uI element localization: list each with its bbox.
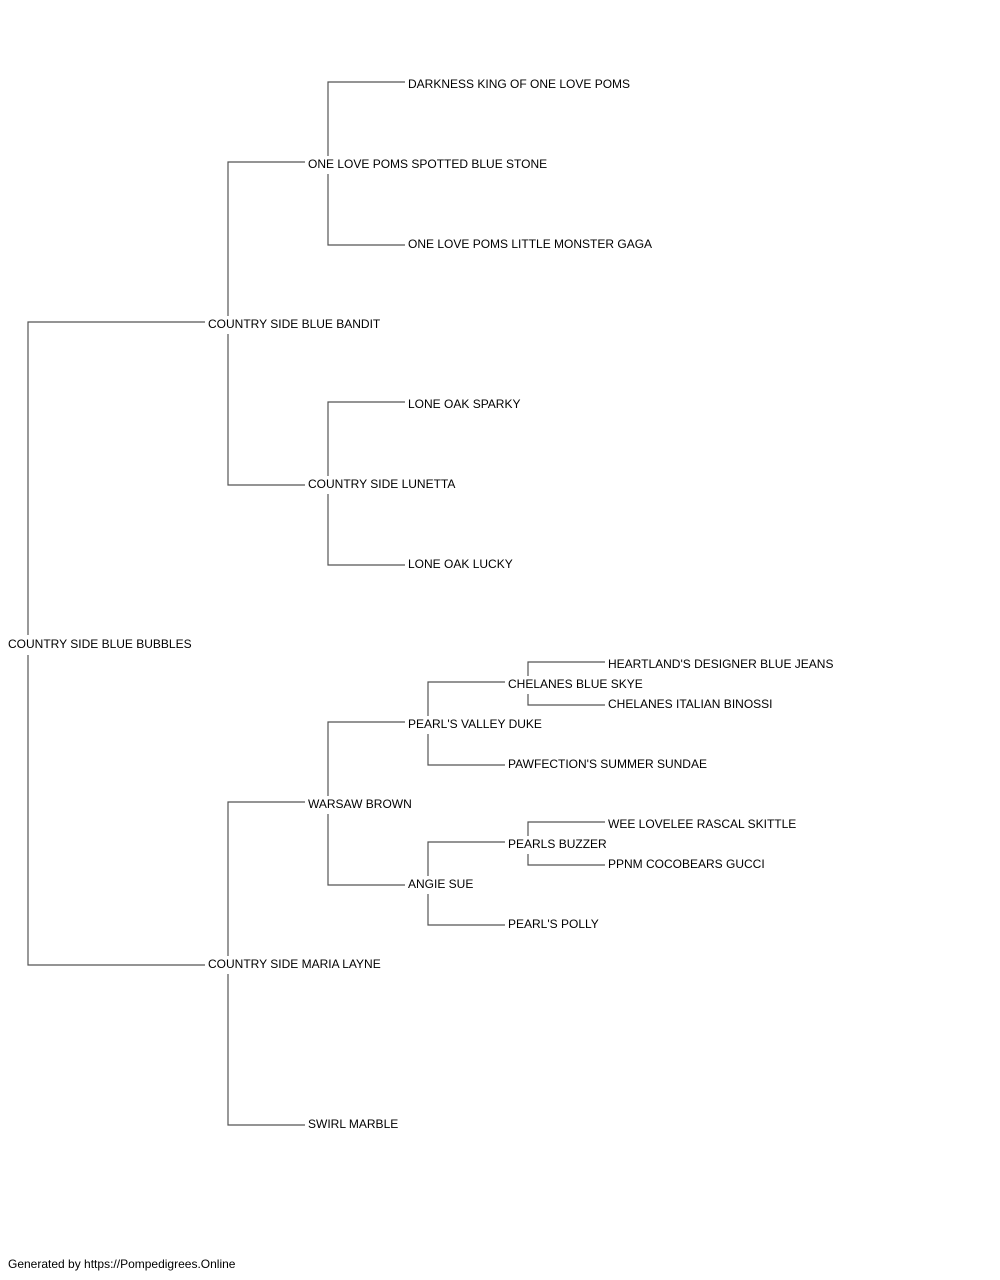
pedigree-node-dam-dam: SWIRL MARBLE bbox=[307, 1117, 400, 1131]
pedigree-node-dam-sire-sire-dam: PAWFECTION'S SUMMER SUNDAE bbox=[507, 757, 708, 771]
pedigree-node-sire-sire-sire: DARKNESS KING OF ONE LOVE POMS bbox=[407, 77, 632, 91]
pedigree-node-dam: COUNTRY SIDE MARIA LAYNE bbox=[207, 957, 382, 971]
pedigree-node-dam-sire-sire-sire-dam: CHELANES ITALIAN BINOSSI bbox=[607, 697, 774, 711]
pedigree-node-dam-sire-dam-sire: PEARLS BUZZER bbox=[507, 837, 608, 851]
pedigree-node-dam-sire-sire-sire: CHELANES BLUE SKYE bbox=[507, 677, 644, 691]
pedigree-node-dam-sire-sire: PEARL'S VALLEY DUKE bbox=[407, 717, 543, 731]
pedigree-node-sire: COUNTRY SIDE BLUE BANDIT bbox=[207, 317, 382, 331]
pedigree-node-dam-sire-dam: ANGIE SUE bbox=[407, 877, 475, 891]
generated-by-footer: Generated by https://Pompedigrees.Online bbox=[8, 1257, 236, 1271]
pedigree-node-sire-sire: ONE LOVE POMS SPOTTED BLUE STONE bbox=[307, 157, 549, 171]
pedigree-node-dam-sire-dam-sire-dam: PPNM COCOBEARS GUCCI bbox=[607, 857, 766, 871]
pedigree-node-sire-dam-dam: LONE OAK LUCKY bbox=[407, 557, 514, 571]
pedigree-node-sire-dam: COUNTRY SIDE LUNETTA bbox=[307, 477, 457, 491]
pedigree-node-dam-sire: WARSAW BROWN bbox=[307, 797, 413, 811]
pedigree-node-dam-sire-dam-sire-sire: WEE LOVELEE RASCAL SKITTLE bbox=[607, 817, 798, 831]
pedigree-node-sire-sire-dam: ONE LOVE POMS LITTLE MONSTER GAGA bbox=[407, 237, 654, 251]
pedigree-node-dam-sire-sire-sire-sire: HEARTLAND'S DESIGNER BLUE JEANS bbox=[607, 657, 835, 671]
pedigree-node-sire-dam-sire: LONE OAK SPARKY bbox=[407, 397, 522, 411]
pedigree-node-dam-sire-dam-dam: PEARL'S POLLY bbox=[507, 917, 600, 931]
pedigree-node-root: COUNTRY SIDE BLUE BUBBLES bbox=[7, 637, 193, 651]
